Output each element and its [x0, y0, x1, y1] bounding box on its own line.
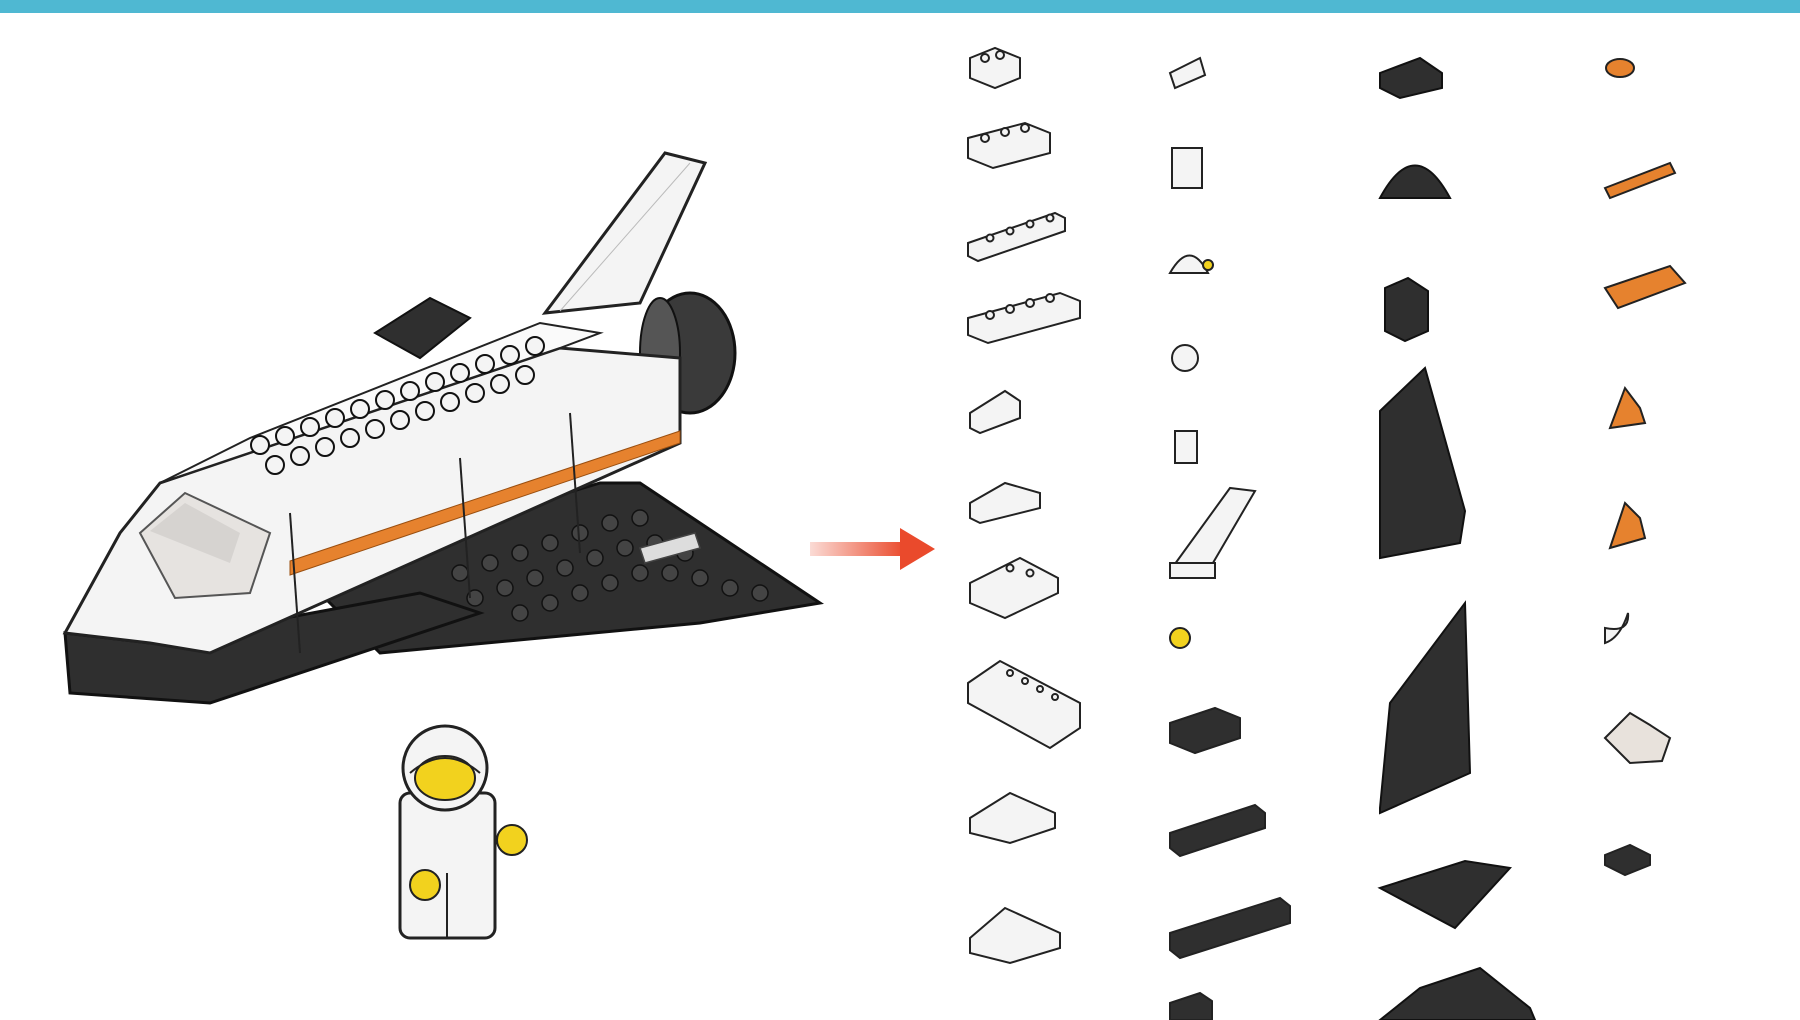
- part-minifig-head: [1171, 344, 1199, 372]
- part-brick-2x4: [967, 121, 1051, 170]
- part-dark-cone: [1378, 164, 1452, 199]
- part-helmet-visor: [1168, 254, 1210, 274]
- parts-inventory: [950, 13, 1800, 1020]
- part-tail-fin: [1170, 486, 1257, 569]
- part-dark-bracket: [1384, 276, 1429, 343]
- part-plate-1x2-clip: [1168, 56, 1207, 90]
- part-dark-wedge-plate-2: [1378, 966, 1537, 1020]
- part-brick-2x6: [967, 291, 1081, 345]
- shuttle-orange-stripe: [289, 430, 681, 576]
- top-bar: [0, 0, 1800, 13]
- part-dark-brick-1x2: [1169, 991, 1213, 1020]
- part-brick-2x2: [969, 46, 1021, 90]
- parts-column-white-bricks: [967, 46, 1081, 965]
- part-slope-1x2: [969, 389, 1021, 435]
- part-dark-wedge-plate: [1377, 859, 1512, 930]
- part-dark-brick-1x8: [1169, 896, 1291, 960]
- part-white-seat: [1603, 711, 1672, 765]
- part-wedge-2x3-curved: [969, 906, 1061, 965]
- part-orange-wedge-left: [1608, 385, 1647, 430]
- parts-column-white-dark: [1168, 56, 1291, 1020]
- part-slope-2x4: [969, 556, 1059, 620]
- shuttle-tail-fin: [541, 151, 708, 315]
- body-studs: [250, 336, 545, 475]
- part-brick-1x6: [967, 211, 1066, 263]
- direction-arrow-icon: [810, 520, 940, 580]
- part-white-clip: [1604, 612, 1630, 645]
- part-orange-plate-1x4: [1603, 161, 1677, 200]
- part-orange-round-plate: [1605, 58, 1635, 78]
- part-dark-brick-2x4: [1169, 706, 1241, 755]
- part-dark-brick-1x6: [1169, 803, 1266, 858]
- shuttle-tail-dark: [373, 296, 472, 360]
- part-dark-wing-large: [1379, 366, 1467, 560]
- shuttle-illustration: [0, 13, 960, 1020]
- part-dark-wing-large-2: [1379, 600, 1472, 815]
- part-wedge-2x3: [969, 791, 1056, 845]
- part-dark-plate-2x2: [1604, 843, 1651, 877]
- part-orange-wedge-right: [1608, 501, 1647, 550]
- part-minifig-legs: [1174, 430, 1198, 464]
- part-minifig-torso: [1171, 147, 1203, 189]
- wing-studs: [451, 509, 769, 622]
- part-dark-slope-2x2: [1379, 56, 1443, 100]
- part-yellow-stud: [1169, 627, 1191, 649]
- astronaut-minifigure: [398, 724, 528, 940]
- parts-column-orange-small: [1603, 58, 1687, 877]
- part-slope-long-2x8: [967, 659, 1081, 750]
- part-orange-plate-2x4: [1603, 264, 1687, 310]
- part-slope-2x2: [969, 481, 1041, 525]
- parts-column-dark: [1377, 56, 1537, 1020]
